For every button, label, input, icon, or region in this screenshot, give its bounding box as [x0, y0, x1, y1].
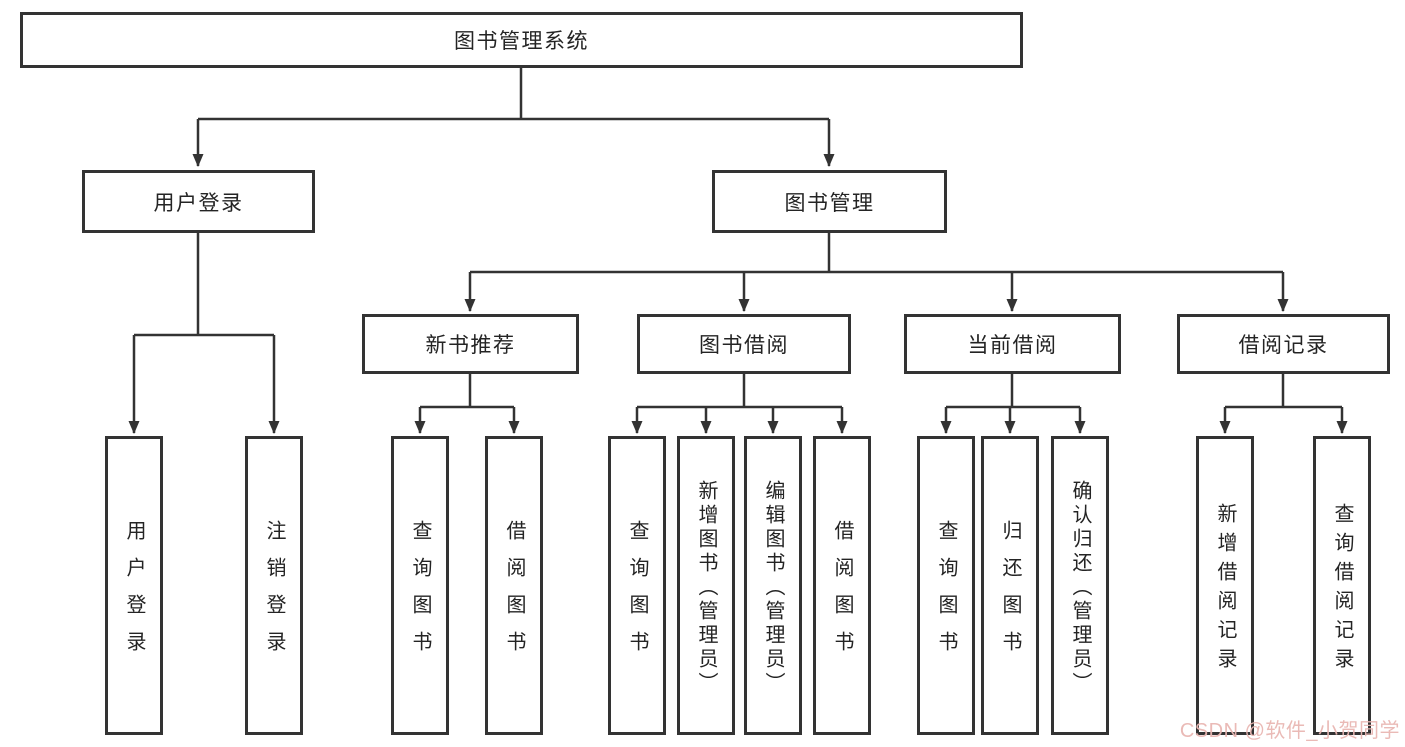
connector-book-borrow-bracket	[631, 374, 848, 434]
leaf-return-book-label: 归还图书	[999, 520, 1021, 668]
leaf-borrow-book: 借阅图书	[813, 436, 871, 735]
node-library-management-system-label: 图书管理系统	[454, 30, 589, 53]
node-borrow-records-label: 借阅记录	[1238, 334, 1329, 357]
leaf-add-borrow-record: 新增借阅记录	[1196, 436, 1254, 735]
watermark: CSDN @软件_小贺同学	[1179, 720, 1400, 742]
node-book-borrow: 图书借阅	[637, 314, 851, 374]
node-current-borrow: 当前借阅	[904, 314, 1121, 374]
leaf-current-query-book-label: 查询图书	[935, 520, 957, 668]
leaf-borrow-query-book: 查询图书	[608, 436, 666, 735]
node-current-borrow-label: 当前借阅	[967, 334, 1058, 357]
leaf-borrow-query-book-label: 查询图书	[626, 520, 648, 668]
node-user-login-label: 用户登录	[153, 191, 244, 215]
leaf-edit-book-admin-label: 编辑图书（管理员）	[762, 479, 784, 696]
node-book-management: 图书管理	[712, 170, 947, 233]
leaf-confirm-return-admin-label: 确认归还（管理员）	[1069, 479, 1091, 696]
leaf-logout: 注销登录	[245, 436, 303, 735]
leaf-add-book-admin-label: 新增图书（管理员）	[695, 479, 717, 696]
leaf-add-book-admin: 新增图书（管理员）	[677, 436, 735, 735]
leaf-borrow-book-label: 借阅图书	[831, 520, 853, 668]
leaf-query-borrow-record-label: 查询借阅记录	[1331, 503, 1353, 677]
leaf-logout-label: 注销登录	[263, 520, 285, 668]
leaf-newbook-query-book-label: 查询图书	[409, 520, 431, 668]
node-new-book-recommend-label: 新书推荐	[425, 334, 516, 357]
node-book-management-label: 图书管理	[784, 191, 875, 215]
node-borrow-records: 借阅记录	[1177, 314, 1390, 374]
node-book-borrow-label: 图书借阅	[699, 334, 789, 357]
connector-new-book-bracket	[414, 374, 520, 434]
connector-current-borrow-bracket	[940, 374, 1086, 434]
leaf-user-login: 用户登录	[105, 436, 163, 735]
leaf-newbook-borrow-book-label: 借阅图书	[503, 520, 525, 668]
node-new-book-recommend: 新书推荐	[362, 314, 579, 374]
leaf-confirm-return-admin: 确认归还（管理员）	[1051, 436, 1109, 735]
leaf-newbook-query-book: 查询图书	[391, 436, 449, 735]
node-library-management-system: 图书管理系统	[20, 12, 1023, 68]
leaf-current-query-book: 查询图书	[917, 436, 975, 735]
connector-root-bracket	[192, 68, 835, 167]
connector-book-management-bracket	[464, 233, 1289, 312]
leaf-return-book: 归还图书	[981, 436, 1039, 735]
node-user-login: 用户登录	[82, 170, 315, 233]
leaf-user-login-label: 用户登录	[123, 520, 145, 668]
connector-borrow-record-bracket	[1219, 374, 1348, 434]
leaf-add-borrow-record-label: 新增借阅记录	[1214, 503, 1236, 677]
leaf-newbook-borrow-book: 借阅图书	[485, 436, 543, 735]
leaf-edit-book-admin: 编辑图书（管理员）	[744, 436, 802, 735]
leaf-query-borrow-record: 查询借阅记录	[1313, 436, 1371, 735]
connector-user-login-bracket	[128, 233, 280, 434]
